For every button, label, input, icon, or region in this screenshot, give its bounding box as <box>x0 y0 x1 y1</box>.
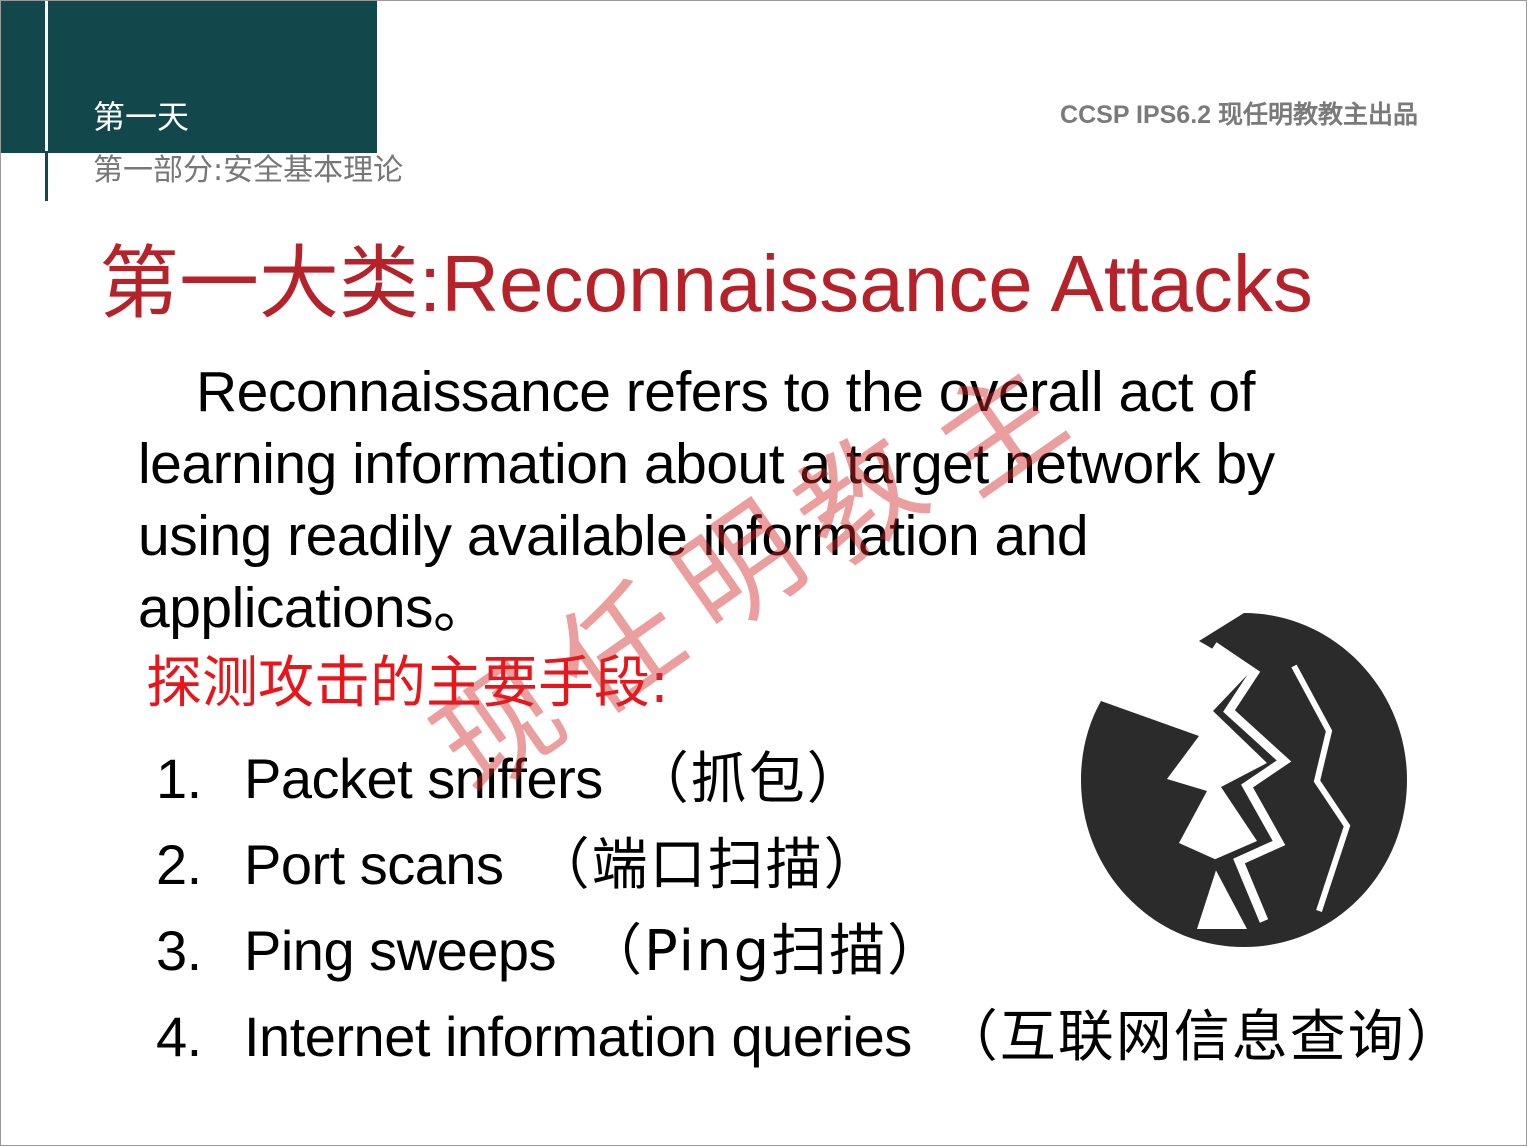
list-text: Internet information queries <box>244 1005 912 1068</box>
list-text: Port scans <box>244 833 504 896</box>
title-english: :Reconnaissance Attacks <box>419 239 1313 328</box>
head-crack-line <box>1291 664 1351 912</box>
list-translation: （端口扫描） <box>533 833 882 898</box>
list-number: 1. <box>156 747 202 810</box>
day-label: 第一天 <box>93 98 190 136</box>
body-paragraph: Reconnaissance refers to the overall act… <box>138 360 1275 640</box>
slide-title: 第一大类:Reconnaissance Attacks <box>99 244 1313 324</box>
head-disc <box>1081 613 1407 947</box>
silhouette-head-icon <box>1081 613 1407 947</box>
title-chinese: 第一大类 <box>99 237 419 330</box>
credit-label: CCSP IPS6.2 现任明教教主出品 <box>1060 101 1418 129</box>
methods-subheading: 探测攻击的主要手段: <box>146 651 669 716</box>
list-item: 3. Ping sweeps （Ping扫描） <box>156 915 1464 1001</box>
list-translation: （抓包） <box>632 747 865 812</box>
list-translation: （Ping扫描） <box>586 919 946 984</box>
head-profile-line <box>1211 642 1292 923</box>
list-number: 3. <box>156 919 202 982</box>
list-item: 2. Port scans （端口扫描） <box>156 829 1464 915</box>
list-translation: （互联网信息查询） <box>941 1005 1464 1070</box>
list-item: 1. Packet sniffers （抓包） <box>156 743 1464 829</box>
list-number: 2. <box>156 833 202 896</box>
header-rule-inner <box>45 1 48 151</box>
header-block <box>1 1 377 153</box>
list-item: 4. Internet information queries （互联网信息查询） <box>156 1001 1464 1087</box>
methods-list: 1. Packet sniffers （抓包） 2. Port scans （端口扫描）… <box>156 743 1464 1087</box>
list-number: 4. <box>156 1005 202 1068</box>
section-label: 第一部分:安全基本理论 <box>93 153 404 188</box>
list-text: Packet sniffers <box>244 747 603 810</box>
list-text: Ping sweeps <box>244 919 557 982</box>
